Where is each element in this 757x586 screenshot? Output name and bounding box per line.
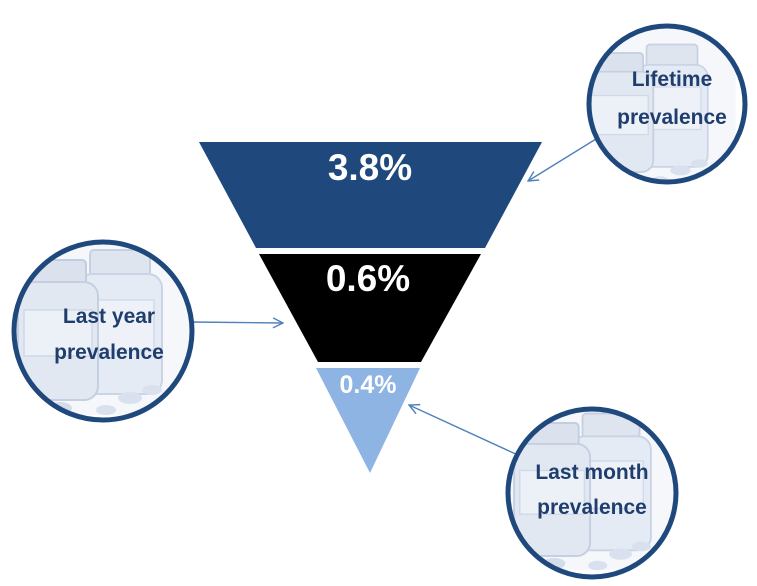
funnel-level-last-year-value: 0.6% (326, 258, 410, 299)
bubble-lifetime-line2: prevalence (617, 106, 727, 129)
medicine-bottles-icon (14, 242, 192, 420)
medicine-bottles-icon (508, 409, 676, 577)
bubble-last-year-line2: prevalence (54, 341, 164, 364)
arrow-lifetime (528, 138, 597, 181)
medicine-bottles-icon (589, 26, 745, 182)
arrow-last-year (189, 322, 283, 323)
arrow-last-month (409, 405, 521, 457)
bubble-last-month-line2: prevalence (537, 496, 647, 519)
bubble-last-month: Last month prevalence (505, 406, 679, 580)
bubble-lifetime-line1: Lifetime (632, 68, 713, 91)
funnel-level-last-month-value: 0.4% (340, 371, 397, 399)
funnel-level-last-year (259, 254, 481, 362)
bubble-last-year-line1: Last year (63, 305, 155, 328)
funnel-level-lifetime-value: 3.8% (328, 147, 412, 188)
bubble-last-year: Last year prevalence (11, 239, 195, 423)
funnel-level-last-month (316, 368, 420, 473)
bubble-lifetime: Lifetime prevalence (586, 23, 748, 185)
funnel-level-lifetime (199, 142, 542, 248)
bubble-last-month-line1: Last month (535, 461, 648, 484)
